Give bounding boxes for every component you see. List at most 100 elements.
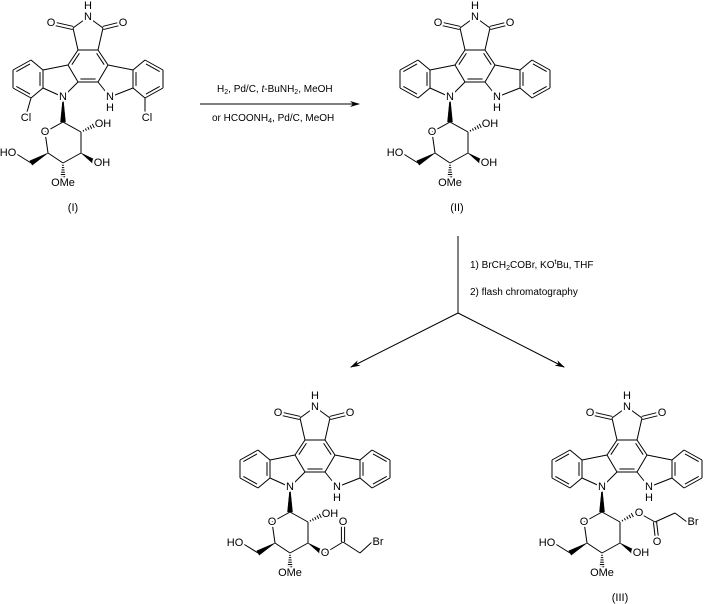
bond — [626, 516, 629, 520]
compound-label: (III) — [612, 592, 629, 604]
bond — [610, 443, 619, 455]
bond — [638, 512, 656, 523]
bond — [417, 87, 431, 99]
bond — [71, 53, 80, 65]
bond — [298, 443, 307, 455]
bond — [642, 414, 663, 421]
step2-reagents-line1: 1) BrCH2COBr, KOtBu, THF — [470, 259, 594, 272]
pyranose-ring-oxygen: O — [268, 516, 277, 528]
bond — [314, 406, 331, 419]
hydroxyl-c2: OH — [322, 508, 339, 520]
bond — [429, 87, 451, 98]
bond — [324, 471, 338, 488]
methoxy-group: OMe — [438, 177, 462, 189]
bond — [144, 87, 164, 99]
bond — [586, 542, 603, 554]
bond — [611, 417, 618, 441]
bond — [684, 476, 699, 485]
bond — [494, 64, 521, 71]
bond — [12, 59, 32, 71]
bond — [94, 122, 98, 128]
bond — [481, 122, 485, 128]
bond — [107, 64, 134, 71]
chlorine: Cl — [21, 112, 31, 124]
bond — [641, 410, 662, 417]
bond — [271, 511, 291, 523]
bond — [239, 477, 259, 489]
bond — [601, 542, 621, 554]
bromine: Br — [373, 536, 384, 548]
bond — [471, 128, 474, 131]
bond — [403, 63, 418, 72]
bond — [359, 541, 373, 554]
bond — [606, 439, 618, 456]
bond — [278, 410, 301, 417]
bond — [553, 542, 571, 554]
bond — [97, 64, 109, 83]
ester-carbonyl-oxygen: O — [653, 536, 662, 548]
bonds — [12, 16, 164, 178]
bond — [89, 125, 93, 129]
bond — [289, 511, 309, 523]
bond — [431, 121, 451, 133]
bond — [316, 515, 320, 519]
carbonyl-oxygen: O — [658, 407, 667, 419]
indole-nitrogen: N — [446, 91, 454, 103]
bond — [656, 521, 660, 539]
bromine: Br — [688, 516, 699, 528]
bond — [42, 87, 64, 98]
bond — [590, 410, 613, 417]
bond — [323, 443, 332, 455]
bond — [311, 518, 314, 521]
bond — [606, 454, 618, 473]
hydroxyl-c3: OH — [633, 547, 650, 559]
carbonyl-oxygen: O — [47, 17, 56, 29]
bond — [62, 81, 79, 98]
bond — [51, 20, 74, 27]
compound-label: (I) — [68, 202, 78, 214]
bond — [274, 542, 291, 554]
bond — [371, 477, 391, 489]
methoxy-group: OMe — [278, 567, 302, 579]
bond — [478, 123, 482, 129]
bond — [469, 129, 472, 132]
imide-hydrogen: H — [623, 390, 631, 402]
bond — [314, 516, 317, 520]
bond — [399, 59, 419, 71]
bond — [72, 16, 89, 29]
methoxy-group: OMe — [590, 567, 614, 579]
carbonyl-oxygen: O — [119, 17, 128, 29]
bond — [97, 27, 104, 51]
bond — [47, 152, 64, 164]
bond — [490, 24, 511, 31]
bond — [12, 87, 32, 99]
bond — [67, 49, 79, 66]
bond — [269, 477, 291, 488]
bond — [299, 406, 316, 419]
bond — [674, 512, 688, 523]
compound-label: (II) — [450, 202, 463, 214]
bond — [84, 128, 87, 131]
bond — [583, 511, 603, 523]
bond — [621, 519, 624, 522]
bond — [569, 449, 583, 461]
bond — [449, 81, 466, 98]
indole-hydrogen: H — [106, 102, 114, 114]
bond — [30, 59, 44, 71]
bond — [243, 453, 258, 462]
bond — [399, 87, 419, 99]
bond — [294, 454, 306, 473]
imide-nitrogen: N — [311, 401, 319, 413]
bond — [243, 476, 258, 485]
bond — [401, 152, 419, 164]
bond — [581, 454, 608, 461]
hydroxymethyl-oh: HO — [387, 147, 404, 159]
bond — [91, 123, 95, 129]
imide-nitrogen: N — [84, 11, 92, 23]
bond — [623, 517, 626, 521]
bond — [271, 521, 276, 544]
